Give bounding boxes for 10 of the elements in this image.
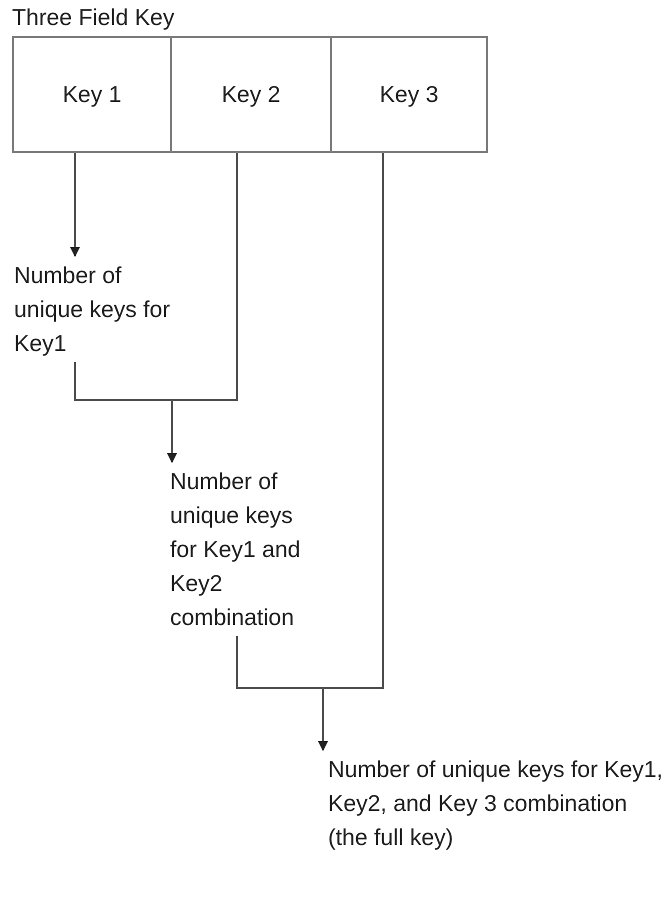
description-text: Number of unique keys for Key1 and Key2 combination: [170, 464, 320, 634]
key-field-cell: Key 1: [14, 38, 172, 151]
diagram-heading: Three Field Key: [12, 4, 174, 31]
key-field-cell: Key 3: [332, 38, 486, 151]
arrow: [318, 151, 384, 751]
arrow: [167, 151, 238, 463]
arrow: [70, 151, 80, 257]
key-field-cell: Key 2: [172, 38, 332, 151]
description-text: Number of unique keys for Key1, Key2, and Key 3 combination (the full key): [328, 752, 664, 854]
description-text: Number of unique keys for Key1: [14, 258, 174, 360]
